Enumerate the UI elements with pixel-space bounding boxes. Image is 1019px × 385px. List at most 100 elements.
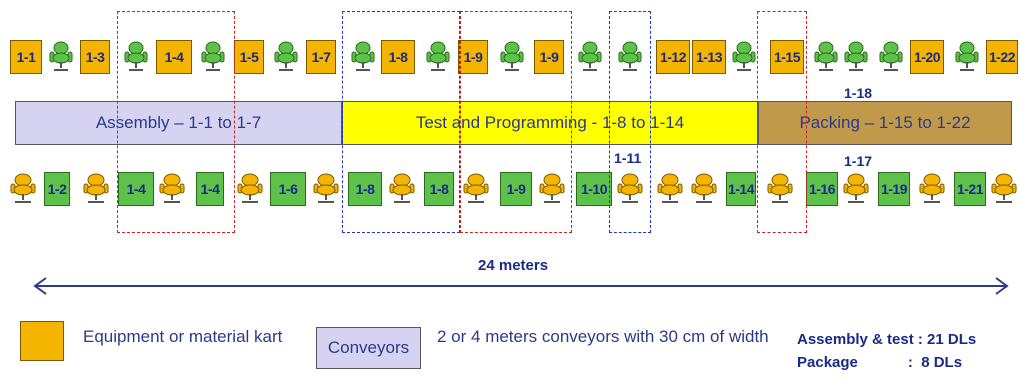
blue-dashed-group (609, 11, 651, 233)
green-operator-chair-icon (953, 40, 981, 72)
yellow-operator-chair-icon (656, 172, 684, 204)
green-operator-chair-icon (122, 40, 150, 72)
station-label: 1-10 (580, 181, 608, 197)
yellow-operator-chair-icon (690, 172, 718, 204)
yellow-operator-chair-icon (918, 172, 946, 204)
dimension-label: 24 meters (478, 257, 549, 274)
station-label: 1-9 (463, 49, 483, 65)
packing-conveyor-label: Packing – 1-15 to 1-22 (799, 113, 971, 132)
equipment-kart: 1-15 (770, 40, 804, 74)
yellow-operator-chair-icon (312, 172, 340, 204)
equipment-kart: 1-9 (458, 40, 488, 74)
workstation: 1-2 (44, 172, 70, 206)
green-operator-chair-icon (349, 40, 377, 72)
green-operator-chair-icon (812, 40, 840, 72)
yellow-operator-chair-icon (766, 172, 794, 204)
station-label: 1-14 (727, 181, 755, 197)
yellow-operator-chair-icon (158, 172, 186, 204)
green-operator-chair-icon (199, 40, 227, 72)
station-label: 1-4 (164, 49, 184, 65)
station-label-floating: 1-11 (614, 150, 642, 166)
green-operator-chair-icon (842, 40, 870, 72)
green-operator-chair-icon (730, 40, 758, 72)
station-label: 1-9 (506, 181, 526, 197)
equipment-kart: 1-22 (986, 40, 1018, 74)
green-operator-chair-icon (498, 40, 526, 72)
green-operator-chair-icon (877, 40, 905, 72)
station-label-floating: 1-18 (844, 85, 873, 101)
conveyor-legend-swatch-label: Conveyors (327, 338, 410, 357)
station-label: 1-3 (85, 49, 105, 65)
equipment-legend-label: Equipment or material kart (83, 327, 283, 346)
workstation: 1-14 (726, 172, 756, 206)
workstation: 1-16 (806, 172, 838, 206)
dimension-arrow-icon (33, 277, 1009, 295)
yellow-operator-chair-icon (616, 172, 644, 204)
workstation: 1-10 (576, 172, 612, 206)
red-dashed-group (460, 11, 572, 233)
summary-assembly-test: Assembly & test : 21 DLs (797, 331, 977, 348)
equipment-kart: 1-20 (910, 40, 944, 74)
workstation: 1-8 (424, 172, 454, 206)
red-dashed-group (757, 11, 807, 233)
assembly-conveyor: Assembly – 1-1 to 1-7 (15, 101, 342, 145)
equipment-kart: 1-1 (10, 40, 42, 74)
workstation: 1-9 (500, 172, 532, 206)
station-label: 1-19 (880, 181, 908, 197)
yellow-operator-chair-icon (82, 172, 110, 204)
equipment-legend-swatch (20, 321, 64, 361)
test-programming-conveyor: Test and Programming - 1-8 to 1-14 (342, 101, 758, 145)
equipment-kart: 1-3 (80, 40, 110, 74)
station-label: 1-8 (429, 181, 449, 197)
yellow-operator-chair-icon (462, 172, 490, 204)
equipment-kart: 1-5 (234, 40, 264, 74)
station-label: 1-9 (539, 49, 559, 65)
station-label: 1-15 (773, 49, 801, 65)
station-label: 1-2 (47, 181, 67, 197)
station-label: 1-21 (956, 181, 984, 197)
green-operator-chair-icon (424, 40, 452, 72)
workstation: 1-6 (270, 172, 306, 206)
station-label: 1-13 (695, 49, 723, 65)
station-label: 1-12 (659, 49, 687, 65)
station-label: 1-7 (311, 49, 331, 65)
yellow-operator-chair-icon (9, 172, 37, 204)
equipment-kart: 1-9 (534, 40, 564, 74)
blue-dashed-group (342, 11, 460, 233)
green-operator-chair-icon (616, 40, 644, 72)
equipment-kart: 1-13 (692, 40, 726, 74)
equipment-kart: 1-12 (656, 40, 690, 74)
workstation: 1-19 (878, 172, 910, 206)
station-label: 1-22 (988, 49, 1016, 65)
station-label: 1-4 (126, 181, 146, 197)
green-operator-chair-icon (47, 40, 75, 72)
station-label: 1-16 (808, 181, 836, 197)
yellow-operator-chair-icon (388, 172, 416, 204)
equipment-kart: 1-7 (306, 40, 336, 74)
station-label: 1-6 (278, 181, 298, 197)
station-label: 1-5 (239, 49, 259, 65)
workstation: 1-4 (118, 172, 154, 206)
yellow-operator-chair-icon (842, 172, 870, 204)
green-operator-chair-icon (272, 40, 300, 72)
assembly-conveyor-label: Assembly – 1-1 to 1-7 (95, 113, 262, 132)
red-dashed-group (117, 11, 235, 233)
conveyor-legend-swatch: Conveyors (316, 327, 421, 369)
yellow-operator-chair-icon (990, 172, 1018, 204)
equipment-kart: 1-8 (381, 40, 415, 74)
yellow-operator-chair-icon (236, 172, 264, 204)
station-label: 1-8 (388, 49, 408, 65)
station-label: 1-20 (913, 49, 941, 65)
station-label: 1-8 (355, 181, 375, 197)
summary-package: Package : 8 DLs (797, 354, 963, 371)
workstation: 1-4 (196, 172, 224, 206)
conveyor-legend-description: 2 or 4 meters conveyors with 30 cm of wi… (437, 327, 769, 346)
green-operator-chair-icon (576, 40, 604, 72)
station-label: 1-1 (16, 49, 36, 65)
workstation: 1-21 (954, 172, 986, 206)
yellow-operator-chair-icon (538, 172, 566, 204)
station-label-floating: 1-17 (844, 153, 873, 169)
workstation: 1-8 (348, 172, 382, 206)
equipment-kart: 1-4 (156, 40, 192, 74)
test-conveyor-label: Test and Programming - 1-8 to 1-14 (415, 113, 685, 132)
